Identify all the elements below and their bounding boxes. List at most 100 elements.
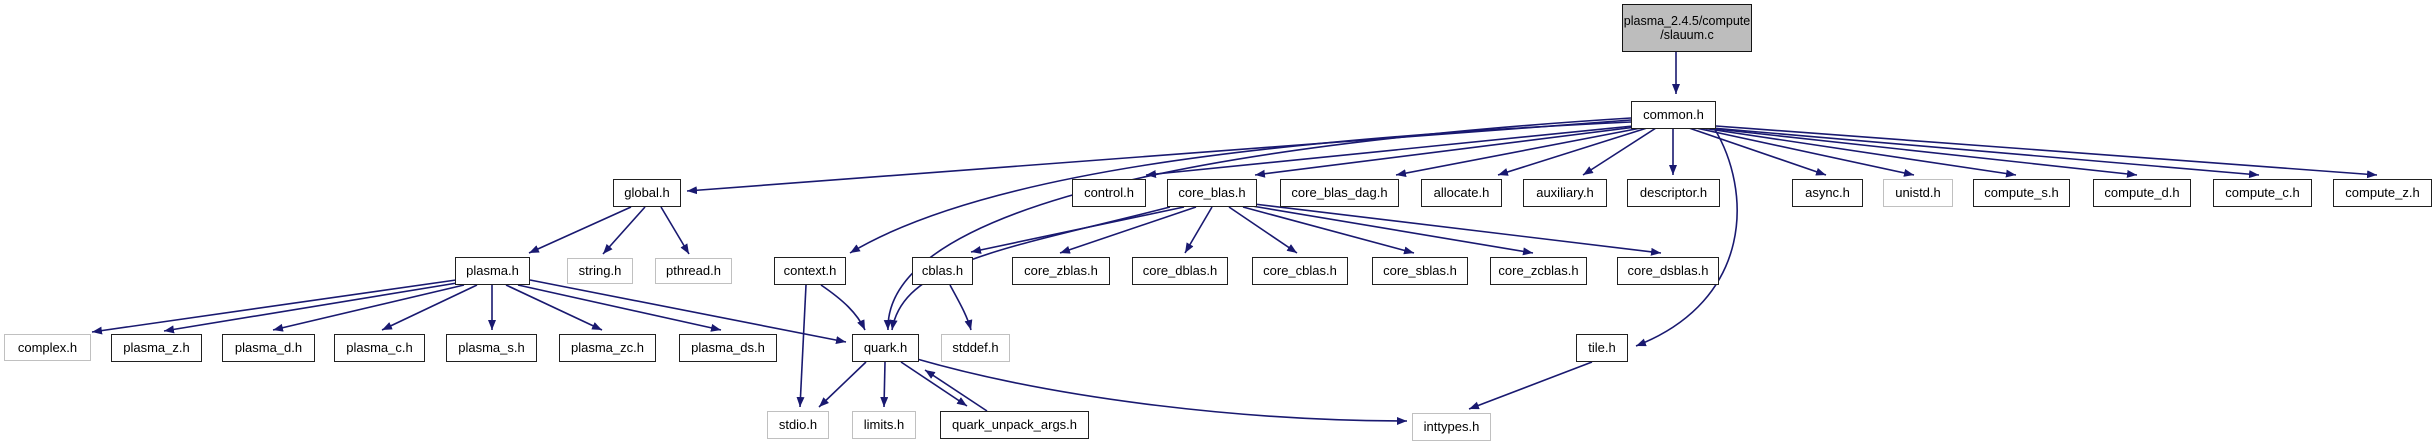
node-core-zcblas-h[interactable]: core_zcblas.h [1490,257,1587,285]
node-core-cblas-h[interactable]: core_cblas.h [1252,257,1348,285]
node-tile-h[interactable]: tile.h [1576,334,1628,362]
node-descriptor-h[interactable]: descriptor.h [1627,179,1720,207]
node-complex-h: complex.h [4,334,91,361]
node-control-h[interactable]: control.h [1072,179,1146,207]
node-quark-h[interactable]: quark.h [852,334,919,362]
node-label-plasma-z-h: plasma_z.h [123,340,190,355]
node-label-cblas-h: cblas.h [921,263,964,278]
node-core-sblas-h[interactable]: core_sblas.h [1372,257,1468,285]
node-plasma-d-h[interactable]: plasma_d.h [222,334,315,362]
edge-global-h-to-pthread-h [660,206,690,255]
node-label-quark-unpack-args-h: quark_unpack_args.h [951,417,1078,432]
edge-common-h-to-compute-c-h [1711,127,2260,179]
edge-common-h-to-compute-z-h [1715,125,2378,179]
edge-quark-h-to-inttypes-h [916,358,1408,425]
edge-quark-h-to-stdio-h [818,361,867,408]
edge-quark-unpack-args-h-to-quark-h [924,369,988,412]
node-limits-h: limits.h [852,411,916,439]
node-allocate-h[interactable]: allocate.h [1421,179,1502,207]
edge-common-h-to-compute-d-h [1706,127,2138,178]
node-slauum-c: plasma_2.4.5/compute /slauum.c [1622,4,1752,52]
node-label-complex-h: complex.h [17,339,78,355]
edge-plasma-h-to-complex-h [91,279,457,335]
node-context-h[interactable]: context.h [774,257,846,285]
node-compute-z-h[interactable]: compute_z.h [2333,179,2432,207]
node-label-core-sblas-h: core_sblas.h [1383,263,1457,278]
node-quark-unpack-args-h[interactable]: quark_unpack_args.h [940,411,1089,439]
node-compute-c-h[interactable]: compute_c.h [2213,179,2312,207]
node-label-core-blas-dag-h: core_blas_dag.h [1291,185,1388,200]
node-label-stdio-h: stdio.h [778,417,818,432]
edge-common-h-to-unistd-h [1695,127,1915,177]
node-label-stddef-h: stddef.h [952,340,999,355]
node-label-core-dblas-h: core_dblas.h [1142,263,1218,278]
node-label-plasma-d-h: plasma_d.h [234,340,303,355]
node-plasma-z-h[interactable]: plasma_z.h [111,334,202,362]
node-label-core-zcblas-h: core_zcblas.h [1498,263,1579,278]
node-plasma-ds-h[interactable]: plasma_ds.h [679,334,777,362]
node-core-blas-dag-h[interactable]: core_blas_dag.h [1280,179,1399,207]
node-label-compute-d-h: compute_d.h [2104,185,2180,200]
edge-plasma-h-to-plasma-zc-h [505,284,603,331]
edge-common-h-to-async-h [1688,127,1827,176]
node-core-zblas-h[interactable]: core_zblas.h [1012,257,1110,285]
node-core-dblas-h[interactable]: core_dblas.h [1132,257,1228,285]
edge-global-h-to-plasma-h [528,206,632,254]
node-label-quark-h: quark.h [863,340,908,355]
edge-global-h-to-string-h [602,206,646,255]
node-inttypes-h: inttypes.h [1412,413,1491,441]
node-label-compute-s-h: compute_s.h [1984,185,2059,200]
node-auxiliary-h[interactable]: auxiliary.h [1523,179,1607,207]
node-string-h: string.h [567,258,633,284]
node-label-async-h: async.h [1805,185,1850,200]
node-core-dsblas-h[interactable]: core_dsblas.h [1617,257,1719,285]
node-label-global-h: global.h [624,185,670,200]
node-cblas-h[interactable]: cblas.h [912,257,973,285]
node-plasma-s-h[interactable]: plasma_s.h [446,334,537,362]
node-label-core-cblas-h: core_cblas.h [1263,263,1337,278]
node-label-unistd-h: unistd.h [1895,185,1941,200]
node-label-context-h: context.h [783,263,837,278]
node-async-h[interactable]: async.h [1792,179,1863,207]
edge-common-h-to-global-h [686,119,1632,195]
node-label-common-h: common.h [1643,107,1704,122]
edge-tile-h-to-inttypes-h [1468,361,1593,410]
node-label-string-h: string.h [578,263,622,278]
edge-common-h-to-context-h [849,121,1632,254]
edge-context-h-to-stdio-h [796,284,807,408]
node-label-plasma-zc-h: plasma_zc.h [571,340,644,355]
edge-core-blas-h-to-core-sblas-h [1242,206,1415,255]
node-label-compute-z-h: compute_z.h [2345,185,2420,200]
node-label-core-dsblas-h: core_dsblas.h [1627,263,1709,278]
edge-core-blas-h-to-quark-h [889,206,1171,331]
node-compute-d-h[interactable]: compute_d.h [2093,179,2191,207]
node-plasma-h[interactable]: plasma.h [455,257,530,285]
node-label-plasma-ds-h: plasma_ds.h [691,340,765,355]
edge-context-h-to-quark-h [820,284,866,331]
node-plasma-zc-h[interactable]: plasma_zc.h [559,334,656,362]
node-label-compute-c-h: compute_c.h [2225,185,2300,200]
edge-plasma-h-to-plasma-c-h [381,284,478,331]
edge-common-h-to-tile-h [1635,127,1738,347]
node-compute-s-h[interactable]: compute_s.h [1973,179,2070,207]
node-label-descriptor-h: descriptor.h [1639,185,1708,200]
node-label-inttypes-h: inttypes.h [1423,419,1480,434]
edge-core-blas-h-to-core-cblas-h [1228,206,1298,254]
node-global-h[interactable]: global.h [613,179,681,207]
edge-common-h-to-core-blas-h [1254,126,1637,178]
edge-cblas-h-to-stddef-h [949,284,973,331]
node-pthread-h: pthread.h [655,258,732,284]
node-stddef-h: stddef.h [941,334,1010,362]
edge-core-blas-h-to-core-dblas-h [1184,206,1213,254]
node-label-slauum-c: plasma_2.4.5/compute /slauum.c [1623,14,1751,42]
node-plasma-c-h[interactable]: plasma_c.h [334,334,425,362]
node-common-h[interactable]: common.h [1631,101,1716,129]
node-label-auxiliary-h: auxiliary.h [1536,185,1594,200]
edge-core-blas-h-to-core-zblas-h [1059,206,1197,254]
node-label-pthread-h: pthread.h [666,263,721,278]
node-core-blas-h[interactable]: core_blas.h [1167,179,1257,207]
node-label-core-zblas-h: core_zblas.h [1024,263,1098,278]
edge-quark-h-to-limits-h [880,361,889,408]
